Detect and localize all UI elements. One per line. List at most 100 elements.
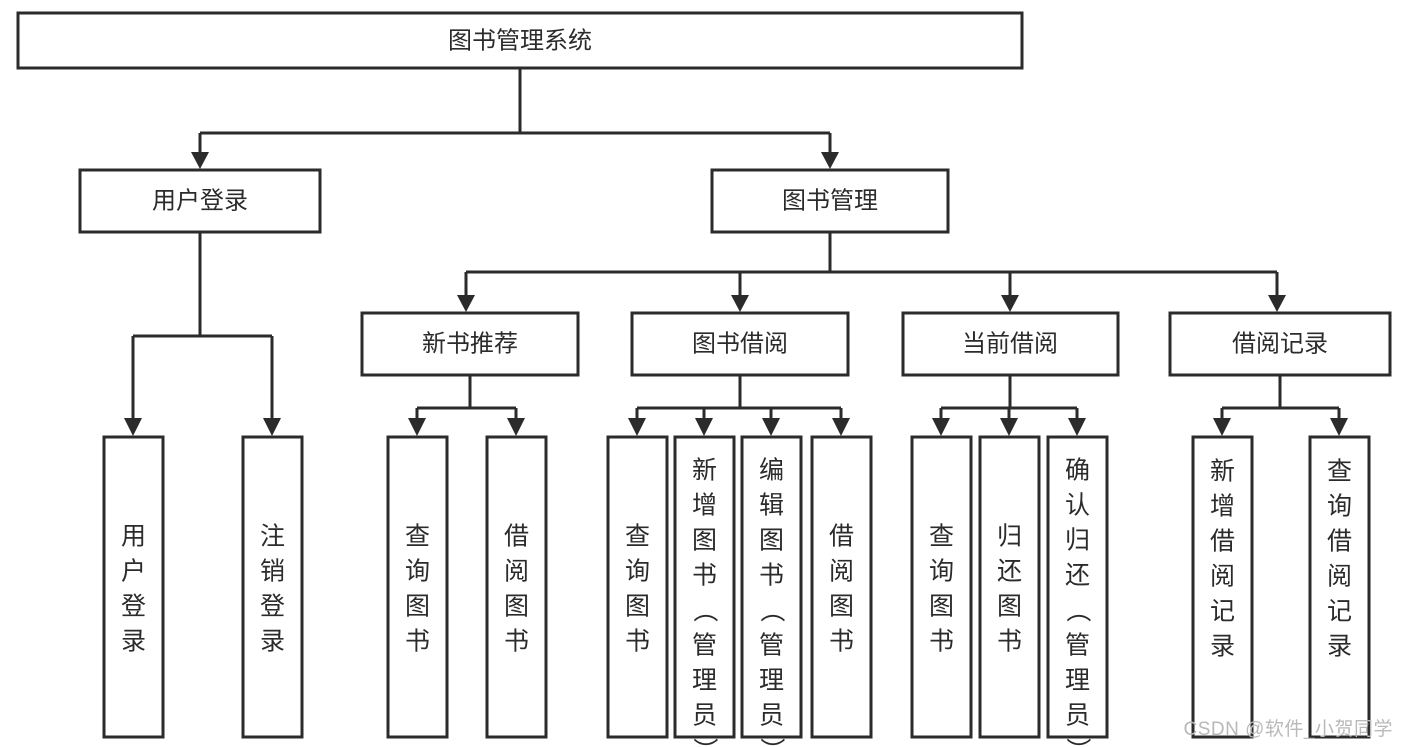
arrow-head-user-login: [191, 152, 209, 169]
leaf-label-glyph: 理: [1065, 666, 1090, 694]
arrow-head-leaf-add-book: [695, 418, 713, 436]
leaf-node-return-book-box[interactable]: [978, 435, 1041, 739]
leaf-label-glyph: 书: [504, 627, 529, 655]
leaf-label-glyph: 辑: [759, 491, 784, 519]
leaf-label-glyph: 注: [260, 522, 285, 550]
node-book-management[interactable]: 图书管理: [710, 168, 950, 234]
node-current-borrow[interactable]: 当前借阅: [901, 311, 1120, 377]
leaf-label-glyph: 书: [405, 627, 430, 655]
node-borrow-record[interactable]: 借阅记录: [1168, 311, 1392, 377]
leaf-label-glyph: 查: [929, 522, 954, 550]
leaf-label-glyph: 还: [997, 557, 1022, 585]
leaf-label-glyph: 管: [1065, 631, 1090, 659]
arrow-head-leaf-return-book: [1000, 418, 1018, 436]
leaf-node-add-book-box[interactable]: [673, 435, 736, 739]
node-book-borrow[interactable]: 图书借阅: [630, 311, 850, 377]
leaf-node-borrow-book-box[interactable]: [810, 435, 873, 739]
node-borrow-record-box[interactable]: [1168, 311, 1392, 377]
leaf-label-glyph: 图: [929, 592, 954, 620]
leaf-node-labels: 用户登录注销登录查询图书借阅图书查询图书新增图书（管理员）编辑图书（管理员）借阅…: [121, 456, 1352, 747]
leaf-node-add-borrow-record-box[interactable]: [1191, 435, 1254, 739]
leaf-label-glyph: 新: [1210, 457, 1235, 485]
leaf-label-glyph: 录: [1327, 632, 1352, 660]
leaf-label-glyph: （: [690, 598, 718, 623]
arrow-head-leaf-query-book-b: [628, 418, 646, 436]
leaf-label-glyph: 书: [759, 561, 784, 589]
leaf-node-logout-box[interactable]: [241, 435, 304, 739]
leaf-label-glyph: 图: [997, 592, 1022, 620]
node-book-management-box[interactable]: [710, 168, 950, 234]
node-user-login[interactable]: 用户登录: [78, 168, 322, 234]
arrow-head-book-mgmt: [821, 152, 839, 169]
arrow-head-leaf-edit-book: [762, 418, 780, 436]
leaf-label-glyph: 书: [692, 561, 717, 589]
leaf-label-glyph: 查: [405, 522, 430, 550]
leaf-nodes: [102, 435, 1371, 739]
node-new-book-recommend[interactable]: 新书推荐: [360, 311, 580, 377]
leaf-label-glyph: （: [757, 598, 785, 623]
leaf-label-glyph: ）: [757, 738, 785, 747]
leaf-label-glyph: 图: [759, 526, 784, 554]
leaf-label-glyph: 员: [692, 701, 717, 729]
node-root-system[interactable]: 图书管理系统: [16, 11, 1024, 70]
connectors: [124, 68, 1348, 436]
leaf-label-glyph: 借: [1327, 527, 1352, 555]
leaf-node-query-borrow-record-box[interactable]: [1308, 435, 1371, 739]
leaf-node-borrow-book-rec-box[interactable]: [485, 435, 548, 739]
leaf-label-glyph: 员: [759, 701, 784, 729]
leaf-label-glyph: 询: [1327, 492, 1352, 520]
arrow-head-leaf-query-book-a: [408, 418, 426, 436]
leaf-label-glyph: 用: [121, 522, 146, 550]
leaf-label-glyph: 阅: [1210, 562, 1235, 590]
leaf-label-glyph: 查: [1327, 457, 1352, 485]
leaf-node-edit-book-box[interactable]: [740, 435, 803, 739]
leaf-label-glyph: 借: [1210, 527, 1235, 555]
arrow-head-leaf-user-login: [124, 418, 142, 436]
arrow-head-leaf-confirm-return: [1068, 418, 1086, 436]
node-current-borrow-box[interactable]: [901, 311, 1120, 377]
leaf-label-glyph: 认: [1065, 491, 1090, 519]
leaf-label-glyph: 询: [929, 557, 954, 585]
leaf-node-query-book-current-box[interactable]: [910, 435, 973, 739]
leaf-label-glyph: 录: [1210, 632, 1235, 660]
leaf-label-glyph: 阅: [504, 557, 529, 585]
leaf-node-query-book-borrow-box[interactable]: [606, 435, 669, 739]
leaf-node-query-book-rec-box[interactable]: [386, 435, 449, 739]
leaf-label-glyph: 确: [1065, 456, 1090, 484]
node-new-book-recommend-box[interactable]: [360, 311, 580, 377]
leaf-label-glyph: 图: [504, 592, 529, 620]
leaf-label-glyph: 增: [1210, 492, 1235, 520]
leaf-label-glyph: 借: [504, 522, 529, 550]
leaf-node-user-login-box[interactable]: [102, 435, 165, 739]
leaf-label-glyph: ）: [690, 738, 718, 747]
leaf-label-glyph: 增: [692, 491, 717, 519]
leaf-label-glyph: 还: [1065, 561, 1090, 589]
leaf-label-glyph: 查: [625, 522, 650, 550]
leaf-label-glyph: 理: [692, 666, 717, 694]
leaf-label-glyph: ）: [1063, 738, 1091, 747]
arrow-head-leaf-logout: [263, 418, 281, 436]
leaf-label-glyph: 书: [997, 627, 1022, 655]
node-borrow-record-label: 借阅记录: [1232, 330, 1328, 357]
leaf-label-glyph: 询: [625, 557, 650, 585]
leaf-label-glyph: 阅: [829, 557, 854, 585]
arrow-head-leaf-query-book-c: [932, 418, 950, 436]
node-root-system-box[interactable]: [16, 11, 1024, 70]
leaf-node-confirm-return-box[interactable]: [1046, 435, 1109, 739]
node-user-login-box[interactable]: [78, 168, 322, 234]
leaf-label-glyph: 销: [260, 557, 285, 585]
leaf-label-glyph: 登: [260, 592, 285, 620]
node-book-borrow-box[interactable]: [630, 311, 850, 377]
